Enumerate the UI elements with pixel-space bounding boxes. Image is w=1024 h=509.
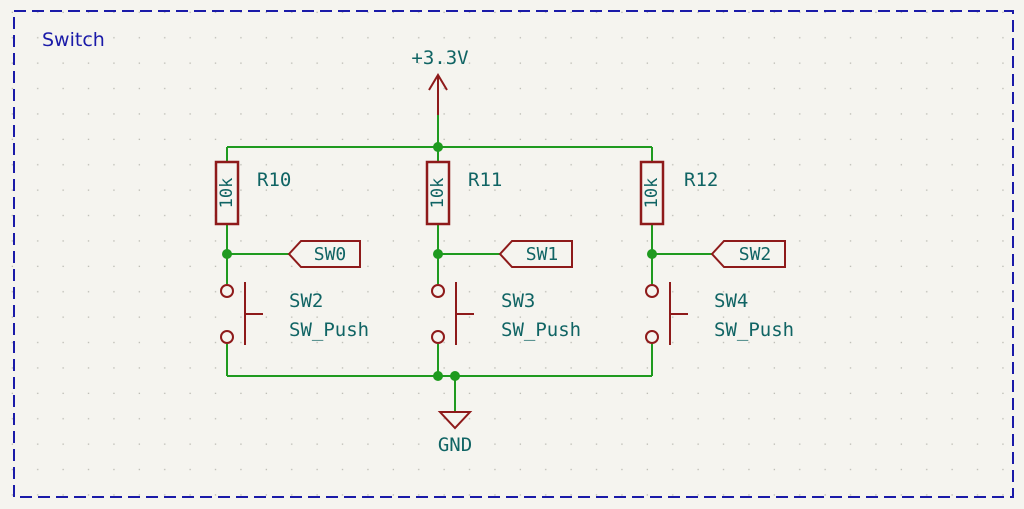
- resistor-value: 10k: [642, 178, 662, 209]
- resistor-r12[interactable]: 10k R12: [639, 160, 718, 226]
- switch-value: SW_Push: [714, 319, 794, 341]
- junction-dot: [647, 249, 657, 259]
- switch-contact: [220, 284, 234, 298]
- switch-sw4[interactable]: SW4 SW_Push: [645, 282, 794, 345]
- resistor-body: [425, 160, 451, 226]
- net-label-sw0[interactable]: SW0: [287, 240, 361, 268]
- gnd-triangle: [437, 411, 473, 430]
- junction-dot: [222, 249, 232, 259]
- net-label-shape: [287, 240, 361, 268]
- switch-contact: [645, 330, 659, 344]
- net-label-shape: [498, 240, 573, 268]
- junction-dot: [433, 249, 443, 259]
- resistor-value: 10k: [217, 178, 237, 209]
- net-label-shape: [710, 240, 786, 268]
- switch-sw2[interactable]: SW2 SW_Push: [220, 282, 369, 345]
- switch-sw3[interactable]: SW3 SW_Push: [431, 282, 581, 345]
- gnd-power-symbol[interactable]: GND: [437, 411, 473, 456]
- net-label-text: SW2: [739, 244, 772, 265]
- switch-ref: SW2: [289, 290, 323, 312]
- net-label-sw2[interactable]: SW2: [710, 240, 786, 268]
- switch-value: SW_Push: [289, 319, 369, 341]
- net-label-text: SW0: [314, 244, 347, 265]
- resistor-ref: R10: [257, 169, 291, 191]
- resistor-body: [639, 160, 665, 226]
- sheet-border[interactable]: [13, 10, 1014, 498]
- net-label-text: SW1: [526, 244, 559, 265]
- switch-contact: [431, 284, 445, 298]
- resistor-r10[interactable]: 10k R10: [214, 160, 291, 226]
- resistor-ref: R12: [684, 169, 718, 191]
- switch-ref: SW3: [501, 290, 535, 312]
- vcc-power-symbol[interactable]: +3.3V: [411, 47, 469, 115]
- net-label-sw1[interactable]: SW1: [498, 240, 573, 268]
- resistor-ref: R11: [468, 169, 502, 191]
- switch-ref: SW4: [714, 290, 748, 312]
- sheet-title[interactable]: Switch: [42, 29, 105, 51]
- junction-dot: [450, 371, 460, 381]
- switch-contact: [220, 330, 234, 344]
- gnd-label: GND: [438, 434, 472, 456]
- resistor-r11[interactable]: 10k R11: [425, 160, 502, 226]
- resistor-value: 10k: [428, 178, 448, 209]
- switch-contact: [645, 284, 659, 298]
- junctions: [222, 142, 657, 381]
- junction-dot: [433, 142, 443, 152]
- vcc-label: +3.3V: [411, 47, 468, 69]
- junction-dot: [433, 371, 443, 381]
- resistor-body: [214, 160, 240, 226]
- switch-contact: [431, 330, 445, 344]
- switch-value: SW_Push: [501, 319, 581, 341]
- vcc-arrow: [428, 73, 448, 91]
